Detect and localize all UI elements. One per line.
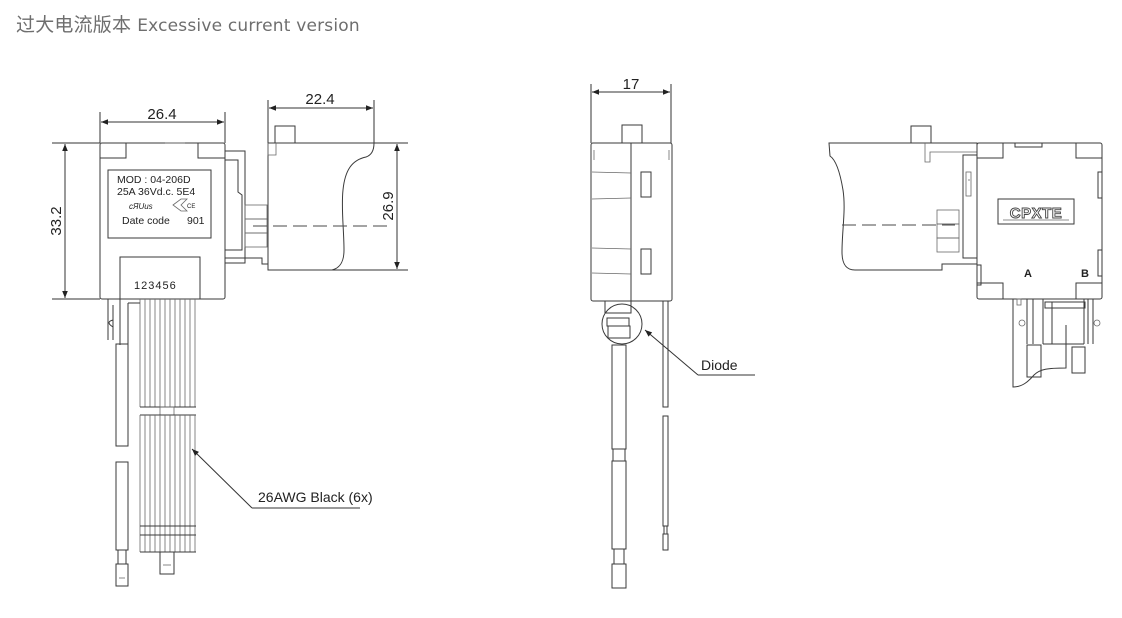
ul-cert-icon: cЯUus (129, 202, 153, 211)
dimension-22-4: 22.4 (267, 91, 375, 145)
ce-cert-icon: CE (172, 198, 195, 212)
dim-trigger-width-text: 22.4 (305, 91, 334, 108)
rating-text: 25A 36Vd.c. 5E4 (117, 186, 195, 198)
side-view: 17 Diode (590, 76, 755, 589)
model-text: MOD : 04-206D (117, 174, 191, 186)
dimension-17: 17 (590, 76, 672, 143)
dim-trigger-height-text: 26.9 (380, 191, 397, 220)
date-code-value: 901 (187, 215, 205, 227)
label-plate (107, 169, 212, 239)
dim-width-text: 26.4 (147, 106, 176, 123)
wire-callout: 26AWG Black (6x) (191, 448, 373, 509)
svg-text:CPXTE: CPXTE (1010, 205, 1063, 222)
dim-height-text: 33.2 (48, 206, 65, 235)
title-chinese: 过大电流版本 (16, 14, 132, 36)
rear-view: CPXTE A B (828, 125, 1103, 388)
wire-bundle (107, 299, 196, 587)
dimension-26-9: 26.9 (330, 142, 408, 271)
front-view: 26.4 22.4 33.2 26.9 MOD : 04 (48, 91, 408, 587)
title-english: Excessive current version (137, 16, 360, 36)
dim-depth-text: 17 (623, 76, 640, 93)
terminal-a-label: A (1024, 268, 1032, 280)
svg-text:CE: CE (187, 204, 195, 210)
dimension-26-4: 26.4 (99, 106, 226, 143)
pin-numbers: 123456 (134, 280, 177, 292)
cpxte-logo: CPXTE (997, 198, 1075, 225)
terminal-b-label: B (1081, 268, 1089, 280)
dimension-33-2: 33.2 (48, 142, 100, 300)
wire-callout-text: 26AWG Black (6x) (258, 489, 373, 505)
diode-callout-text: Diode (701, 357, 738, 373)
diode-callout: Diode (644, 329, 755, 376)
diode-symbol (601, 303, 643, 345)
date-code-label: Date code (122, 215, 170, 227)
